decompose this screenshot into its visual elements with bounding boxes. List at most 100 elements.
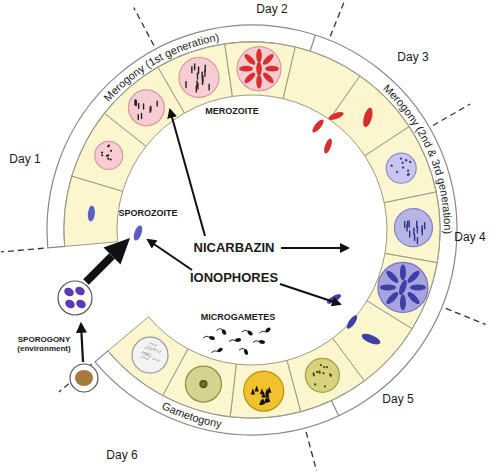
merozoite bbox=[400, 264, 406, 280]
nucleus-dash bbox=[138, 115, 139, 120]
merozoite bbox=[361, 107, 374, 128]
zygote bbox=[75, 370, 93, 386]
microgamete-tail bbox=[229, 340, 235, 342]
microgamete-tail bbox=[260, 331, 266, 333]
phase-label: Merogony (1st generation) bbox=[101, 31, 220, 104]
meront bbox=[394, 209, 432, 247]
merozoite bbox=[322, 137, 333, 154]
drug-target-arrow bbox=[148, 240, 192, 270]
sporocyst bbox=[63, 286, 76, 298]
nucleus-dash bbox=[424, 223, 425, 229]
nucleus-dash bbox=[409, 231, 410, 237]
oocyst bbox=[132, 337, 168, 373]
meront bbox=[386, 153, 416, 183]
meront bbox=[128, 90, 164, 126]
microgamete bbox=[235, 338, 242, 343]
nucleus-dot bbox=[313, 374, 315, 376]
nucleus-dash bbox=[197, 73, 198, 79]
merozoite bbox=[243, 71, 257, 85]
nucleus-dash bbox=[198, 67, 199, 73]
microgamete bbox=[259, 340, 266, 345]
merozoite bbox=[261, 53, 275, 67]
merozoite bbox=[256, 49, 262, 63]
nucleus-dot bbox=[107, 154, 109, 156]
day-divider bbox=[433, 104, 470, 126]
nucleus-dash bbox=[406, 225, 407, 231]
microgamete-tail bbox=[242, 330, 248, 332]
nucleus-dot bbox=[326, 366, 328, 368]
sporocyst bbox=[64, 298, 77, 310]
stage-label: MEROZOITE bbox=[205, 107, 259, 117]
nucleus-dot bbox=[319, 372, 321, 374]
nucleus-dot bbox=[407, 170, 409, 172]
nucleus-dash bbox=[134, 100, 135, 105]
day-divider bbox=[446, 308, 486, 324]
nucleus-dot bbox=[402, 166, 404, 168]
oocyst-texture bbox=[141, 356, 149, 359]
stage-label: SPOROGONY (environment) bbox=[12, 336, 76, 354]
oocyst-texture bbox=[152, 358, 160, 361]
sporozoite bbox=[87, 205, 96, 222]
mature-meront bbox=[378, 262, 428, 312]
nucleus-dash bbox=[136, 101, 137, 106]
microgamete-tail bbox=[217, 329, 223, 331]
microgamete-mark bbox=[251, 389, 255, 395]
microgamete-mark bbox=[260, 388, 264, 394]
band-divider bbox=[310, 35, 315, 51]
nucleus-dash bbox=[422, 229, 423, 235]
nucleus-dot bbox=[107, 158, 109, 160]
stage-band bbox=[47, 25, 457, 435]
nucleus-dot bbox=[390, 164, 392, 166]
merozoite bbox=[239, 66, 253, 72]
merozoite bbox=[400, 294, 406, 310]
microgamete-tail bbox=[203, 336, 209, 338]
oocyst-texture bbox=[147, 346, 155, 349]
merozoite bbox=[327, 110, 344, 121]
microgamete-mark bbox=[265, 391, 269, 397]
nucleus-dot bbox=[405, 159, 407, 161]
nucleus-dash bbox=[205, 65, 206, 71]
microgamete-tail bbox=[239, 348, 245, 350]
macrogamete bbox=[185, 366, 221, 402]
day-divider bbox=[1, 248, 44, 252]
day-divider bbox=[330, 0, 346, 36]
nucleus-dash bbox=[196, 86, 197, 92]
nucleus-dash bbox=[191, 67, 192, 73]
unsporulated-oocyst bbox=[70, 364, 98, 392]
drug-label: NICARBAZIN bbox=[194, 241, 275, 255]
trophozoite bbox=[95, 141, 123, 169]
merozoite bbox=[385, 290, 401, 306]
sporocyst bbox=[75, 298, 88, 310]
drug-target-arrow bbox=[280, 284, 340, 304]
stage-label: MICROGAMETES bbox=[201, 313, 276, 323]
nucleus-dot bbox=[110, 150, 112, 152]
day-label: Day 1 bbox=[9, 153, 40, 166]
merozoite bbox=[256, 62, 262, 76]
merozoite bbox=[397, 279, 408, 296]
sporulated-oocyst bbox=[58, 281, 92, 315]
nucleus-dash bbox=[185, 82, 186, 88]
nucleus-dash bbox=[408, 221, 409, 227]
inner-disc bbox=[117, 95, 387, 365]
nucleus-dot bbox=[408, 173, 410, 175]
merozoite bbox=[410, 284, 426, 290]
nucleus-dash bbox=[208, 84, 209, 90]
nucleus-dot bbox=[324, 385, 326, 387]
merozoite bbox=[345, 314, 359, 331]
microgamete bbox=[209, 335, 216, 340]
merozoite bbox=[261, 71, 275, 85]
day-label: Day 6 bbox=[106, 449, 137, 462]
phase-label: Gametogony bbox=[160, 399, 223, 429]
microgamete-tail bbox=[253, 341, 259, 343]
nucleus-dash bbox=[417, 238, 418, 244]
nucleus-dash bbox=[202, 78, 203, 84]
nucleus-dash bbox=[194, 64, 195, 70]
day-label: Day 4 bbox=[454, 231, 485, 244]
microgamete bbox=[243, 349, 248, 356]
sporozoite bbox=[132, 224, 144, 241]
day-divider bbox=[134, 7, 154, 45]
microgamete-mark bbox=[261, 398, 265, 404]
nucleus-dot bbox=[107, 145, 109, 147]
